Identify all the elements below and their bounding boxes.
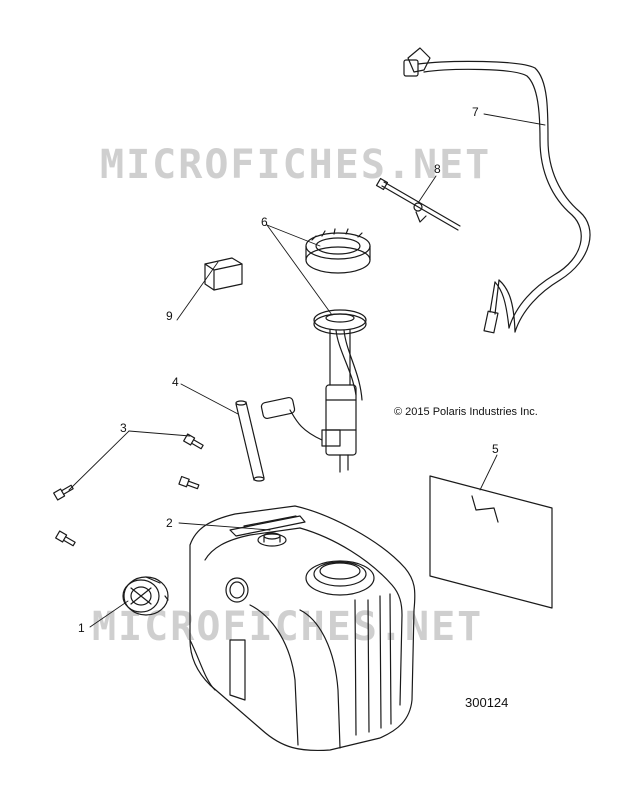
watermark-top: MICROFICHES.NET: [100, 142, 491, 188]
callout-9: 9: [166, 309, 173, 323]
leader-lines: [68, 113, 546, 628]
fuel-cap-part-1: [122, 576, 169, 616]
callout-8: 8: [434, 162, 441, 176]
callout-6: 6: [261, 215, 268, 229]
clip-part-8: [375, 177, 461, 231]
callout-2: 2: [166, 516, 173, 530]
fuel-pump-part-6: [260, 309, 367, 473]
callout-5: 5: [492, 442, 499, 456]
callout-4: 4: [172, 375, 179, 389]
diagram-number: 300124: [465, 695, 508, 710]
copyright-text: © 2015 Polaris Industries Inc.: [394, 406, 538, 418]
watermark-bottom: MICROFICHES.NET: [92, 604, 483, 650]
bolts-part-3: [53, 433, 204, 547]
callout-3: 3: [120, 421, 127, 435]
tube-part-4: [235, 400, 265, 482]
callout-labels: 1 2 3 4 5 6 7 8 9: [78, 105, 499, 635]
callout-7: 7: [472, 105, 479, 119]
callout-1: 1: [78, 621, 85, 635]
lock-ring-part-6: [305, 228, 371, 274]
foam-pad-part-9: [204, 257, 243, 291]
vent-hose-part-7: [403, 47, 591, 334]
fuel-tank-part-2: [189, 505, 416, 752]
sheet-part-5: [429, 475, 553, 609]
